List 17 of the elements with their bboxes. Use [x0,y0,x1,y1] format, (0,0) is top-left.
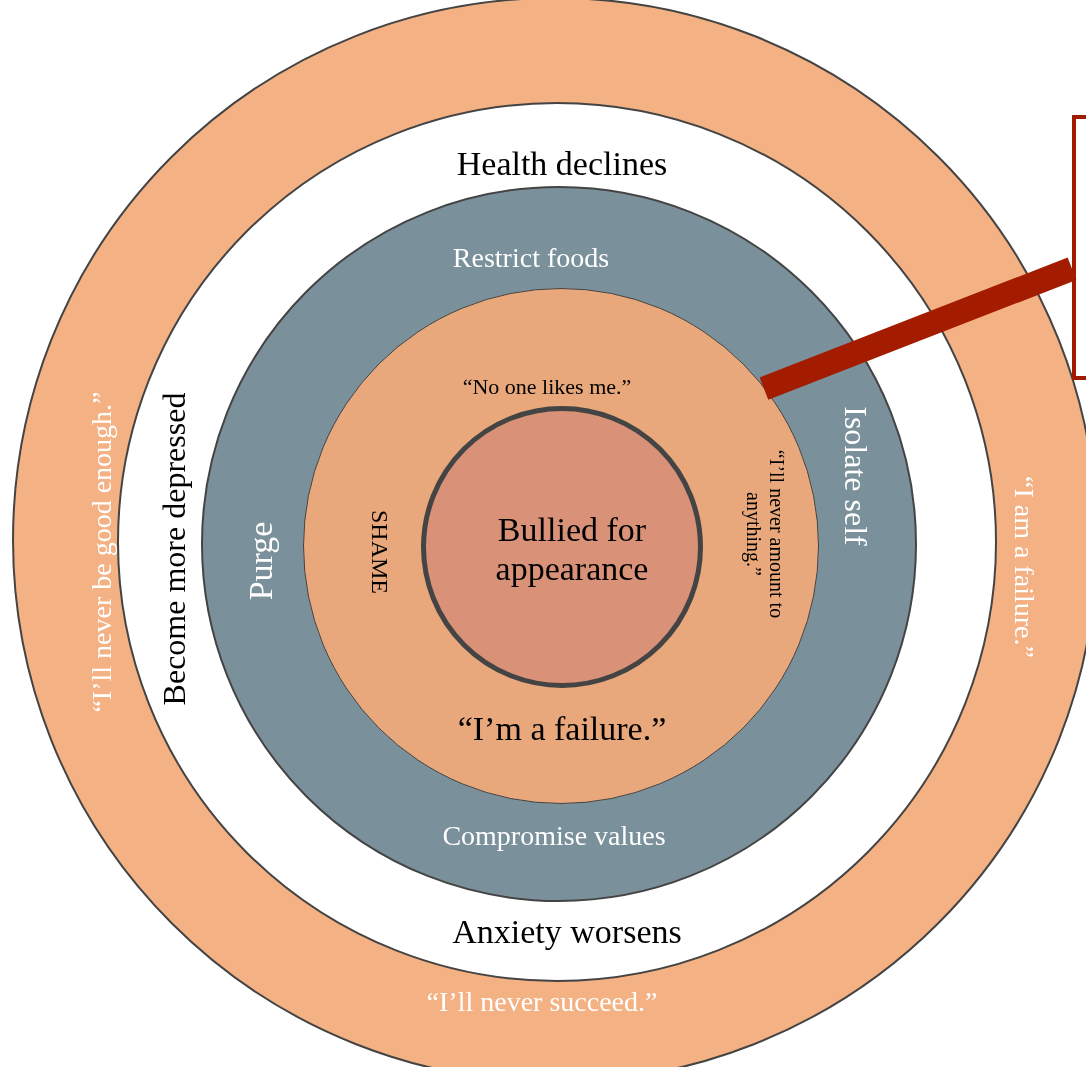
outer-ring [12,0,1086,1067]
ring-label: Compromise values [442,819,666,853]
ring-label: “I’ll never be good enough.” [85,391,118,713]
ring-label: Restrict foods [452,241,610,275]
ring-label: Bullied for appearance [494,509,650,589]
ring-label: Health declines [456,144,668,184]
ring-label: Become more depressed [155,392,193,706]
ring-label: “I’ll never succeed.” [426,985,658,1019]
ring-label: “I’ll never amount to anything.” [742,448,788,621]
ring-label: “No one likes me.” [462,374,632,400]
ring-label: Purge [241,521,281,601]
ring-label: Isolate self [837,406,875,546]
ring-label: “I am a failure.” [1008,476,1041,658]
leader-line [759,257,1077,400]
ring-label: SHAME [365,510,393,594]
ring-label: Anxiety worsens [452,912,682,952]
ring-label: “I’m a failure.” [457,709,667,749]
